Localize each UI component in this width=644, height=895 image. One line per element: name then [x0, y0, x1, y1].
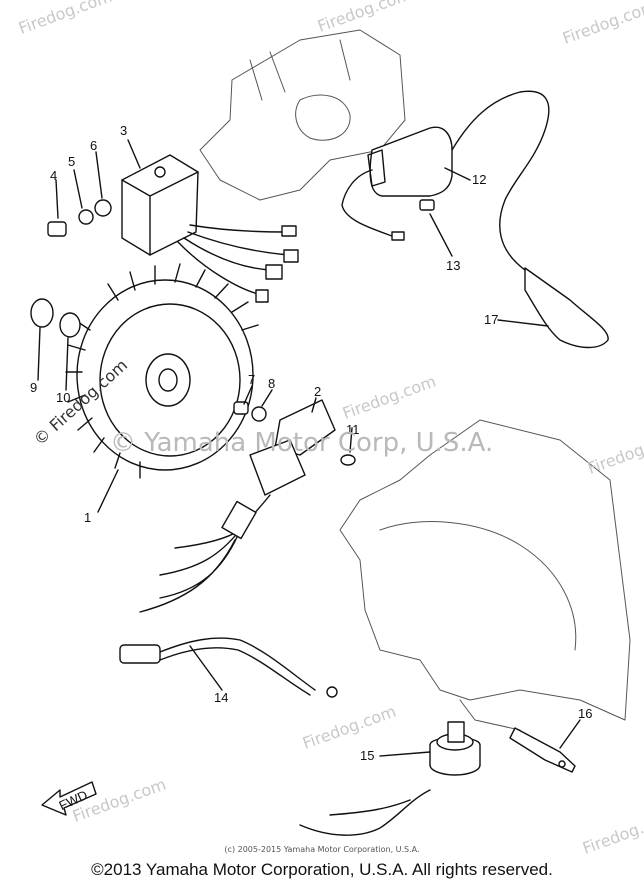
flywheel	[65, 263, 259, 479]
part-label-3: 3	[120, 123, 127, 138]
watermark-copyright: © Yamaha Motor Corp, U.S.A.	[110, 428, 494, 458]
footer-copyright: ©2013 Yamaha Motor Corporation, U.S.A. A…	[91, 860, 553, 879]
engine-block-upper	[199, 29, 406, 201]
part-label-6: 6	[90, 138, 97, 153]
part-label-1: 1	[84, 510, 91, 525]
part-label-7: 7	[248, 372, 255, 387]
leader-lines	[37, 139, 581, 757]
part-label-8: 8	[268, 376, 275, 391]
part-label-14: 14	[214, 690, 228, 705]
footer-small-copyright: (c) 2005-2015 Yamaha Motor Corporation, …	[224, 845, 420, 854]
part-label-10: 10	[56, 390, 70, 405]
bracket	[509, 727, 576, 773]
part-label-2: 2	[314, 384, 321, 399]
part-label-9: 9	[30, 380, 37, 395]
part-label-16: 16	[578, 706, 592, 721]
part-label-15: 15	[360, 748, 374, 763]
part-label-4: 4	[50, 168, 57, 183]
cdi-unit	[121, 154, 299, 303]
part-label-12: 12	[472, 172, 486, 187]
crankcase-outline	[339, 419, 631, 731]
fasteners	[30, 199, 435, 466]
part-label-5: 5	[68, 154, 75, 169]
relay-switch	[299, 721, 481, 836]
part-label-17: 17	[484, 312, 498, 327]
part-label-13: 13	[446, 258, 460, 273]
part-label-11: 11	[346, 422, 360, 437]
part-labels: 3 5 6 4 12 13 17 9 10 7 8 2 11 1 14 16 1…	[30, 123, 592, 763]
ignition-coil	[341, 90, 609, 349]
ground-wire	[119, 637, 338, 698]
pulser-coil	[139, 399, 336, 613]
